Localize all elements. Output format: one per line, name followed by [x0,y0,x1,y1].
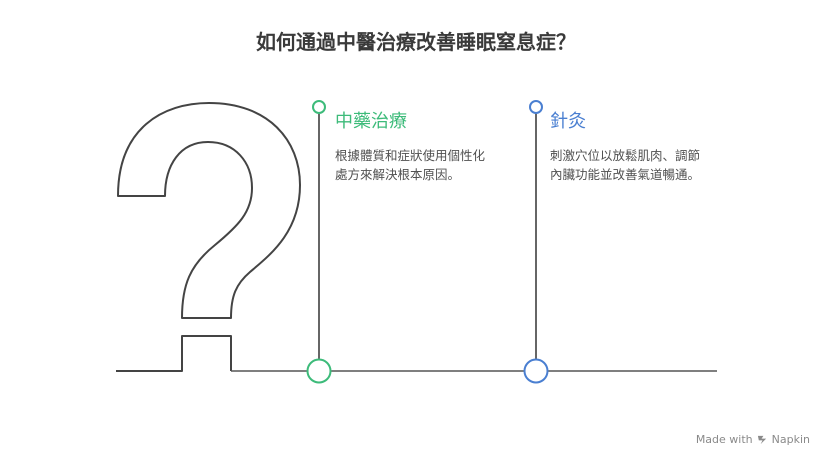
napkin-branding[interactable]: Made with Napkin [696,433,810,446]
option-description-acupuncture: 刺激穴位以放鬆肌肉、調節內臟功能並改善氣道暢通。 [550,148,701,182]
option-marker-herbal [306,100,332,384]
option-description-herbal: 根據體質和症狀使用個性化處方來解決根本原因。 [335,148,486,182]
option-marker-acupuncture [523,100,549,384]
page-title: 如何通過中醫治療改善睡眠窒息症？ [256,30,576,54]
option-title-acupuncture: 針灸 [550,111,586,132]
made-with-label: Made with [695,433,753,446]
napkin-logo-icon [757,435,766,445]
napkin-name: Napkin [771,433,810,446]
question-mark-icon [116,102,301,372]
option-title-herbal: 中藥治療 [335,111,407,132]
